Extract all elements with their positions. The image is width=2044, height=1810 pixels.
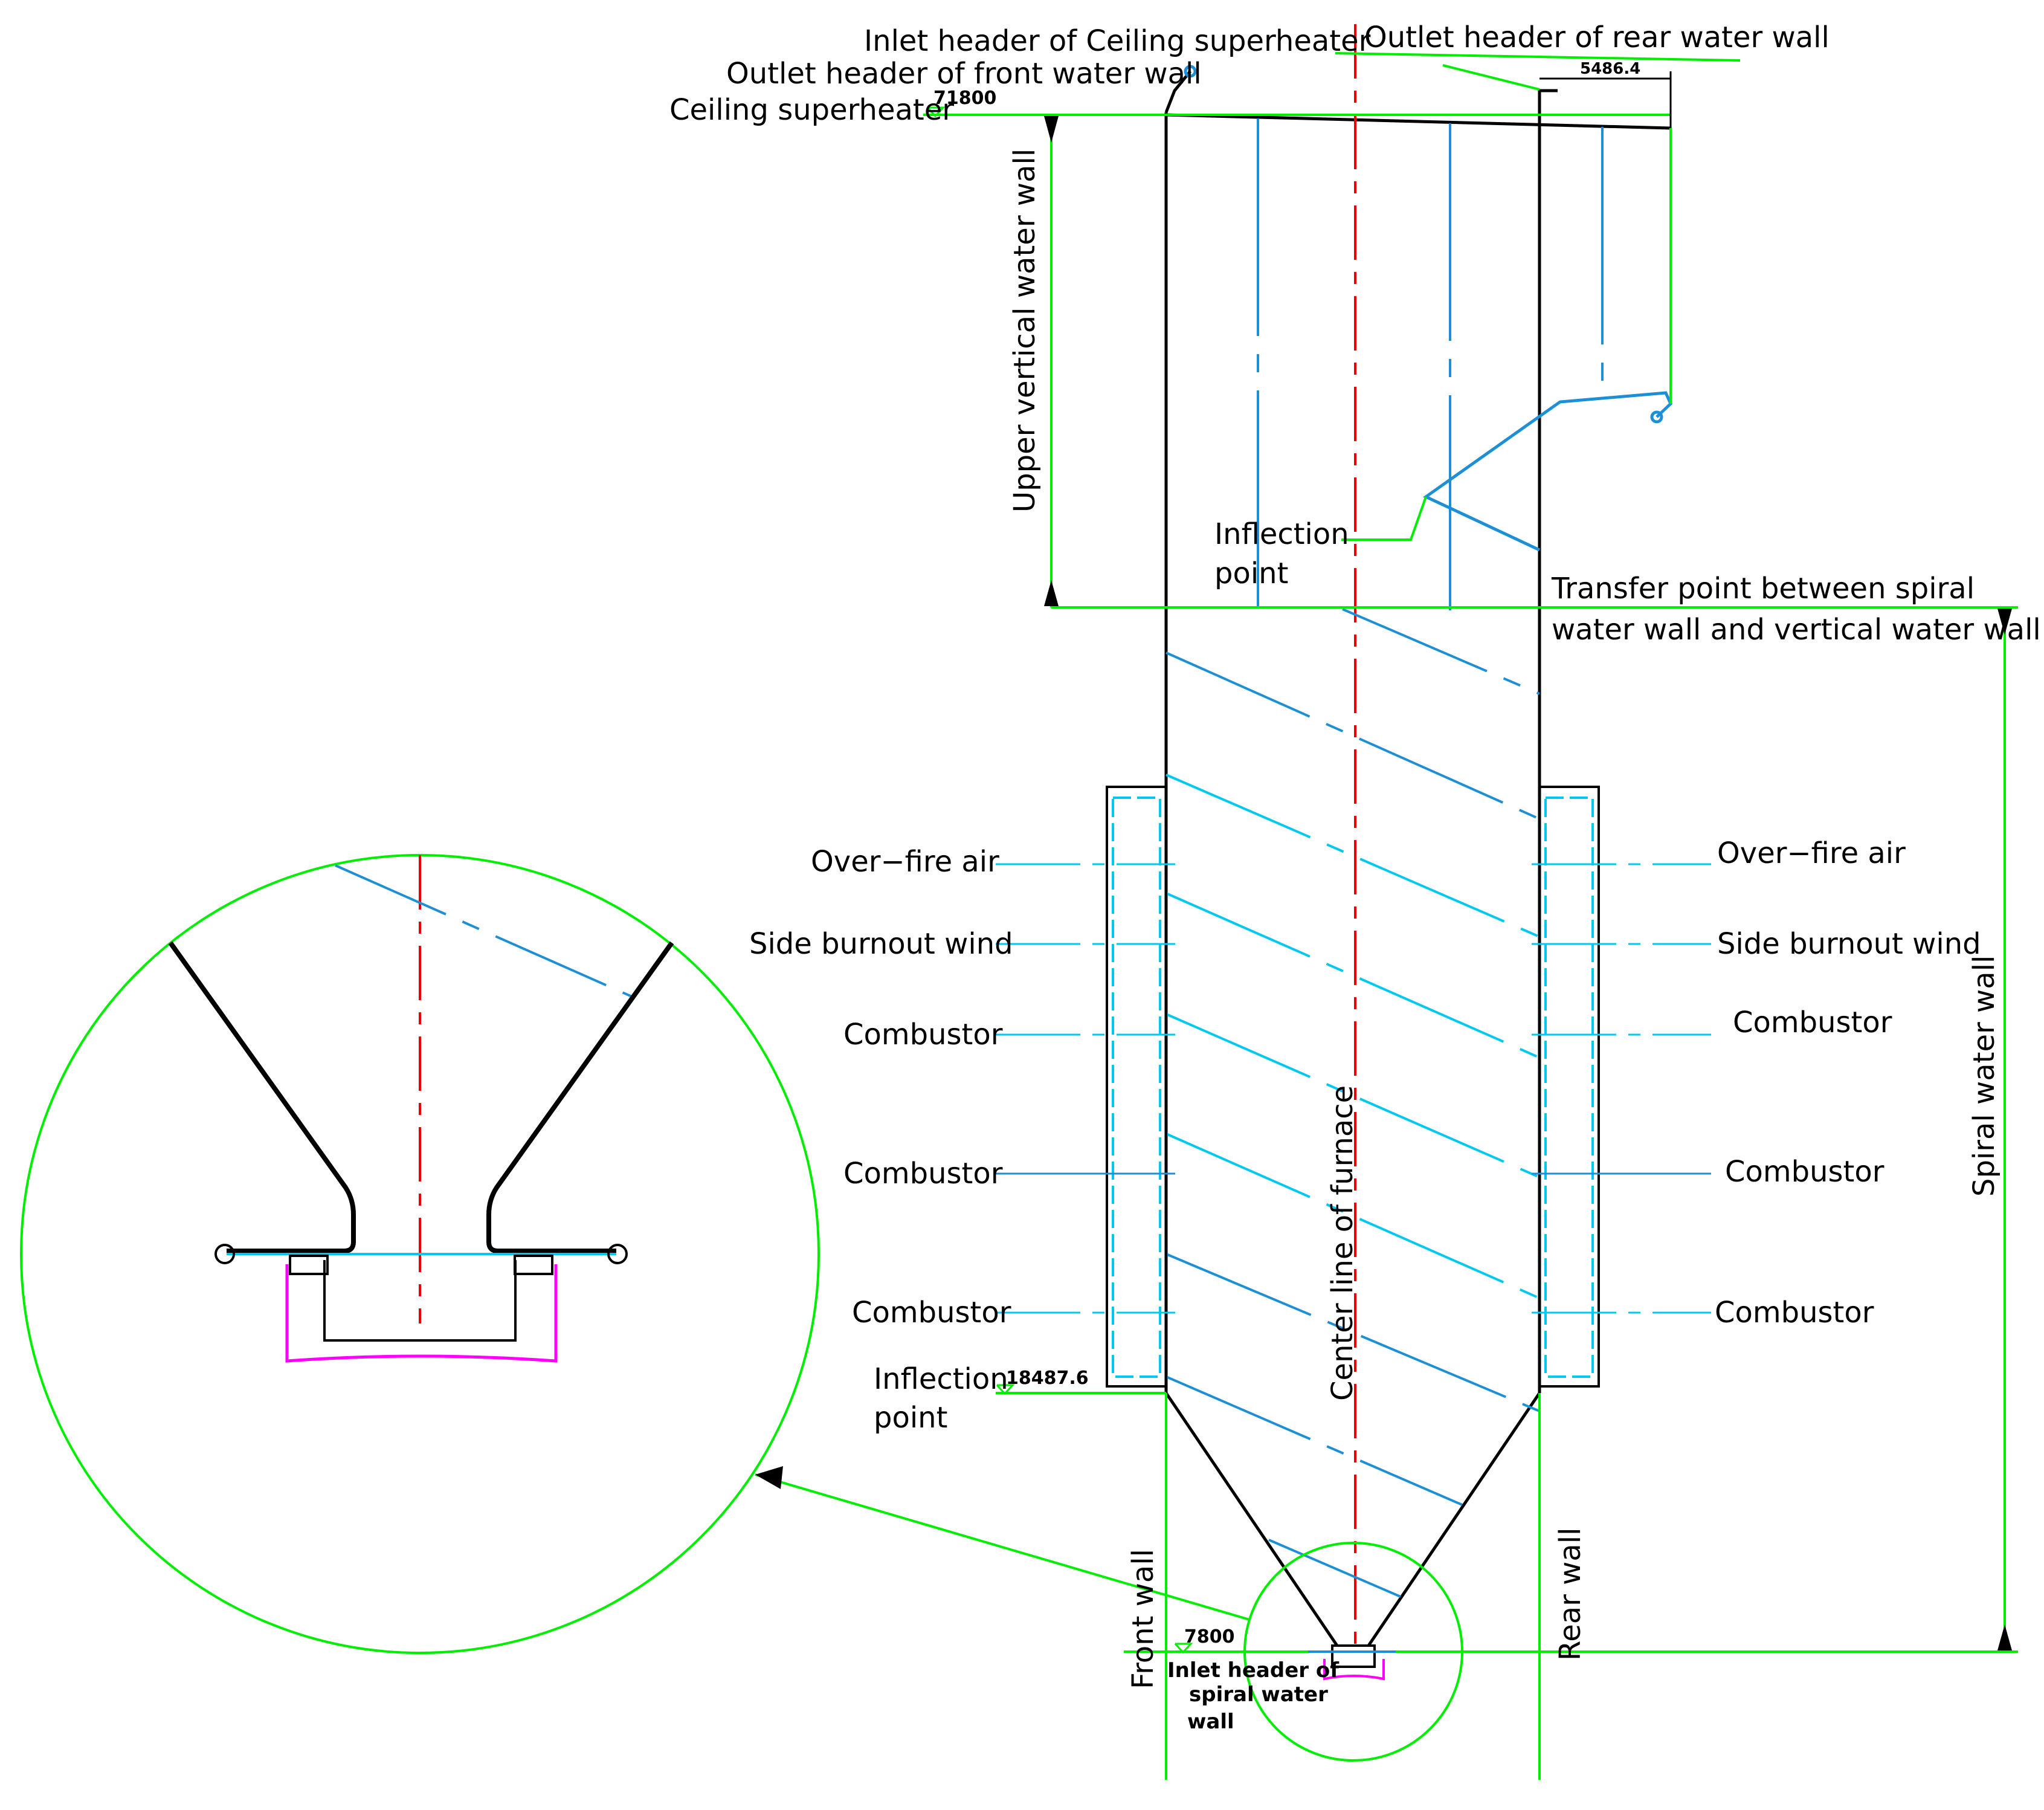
left-ofa-label: Over−fire air <box>811 845 999 879</box>
rear-nose-tubes <box>1423 128 1672 552</box>
front-burner-box <box>1106 786 1167 1388</box>
header-circles <box>1184 65 1663 424</box>
detail-circle-small <box>1243 1542 1463 1762</box>
hopper-front-slope <box>1164 1392 1339 1647</box>
center-line-label: Center line of furnace <box>1326 1085 1359 1401</box>
burner-boxes <box>1106 786 1600 1388</box>
upper-vertical-label: Upper vertical water wall <box>1008 149 1042 512</box>
right-combustor-3-label: Combustor <box>1715 1296 1874 1330</box>
outlet-front-header-pipe <box>1164 70 1191 113</box>
bottom-inlet-header <box>1308 1644 1396 1681</box>
arrowheads <box>755 116 2012 1650</box>
detail-arrow-line <box>755 1473 1250 1621</box>
inflection-bot-label-1: Inflection <box>874 1362 1008 1396</box>
outlet-rear-label: Outlet header of rear water wall <box>1364 21 1830 54</box>
inlet-spiral-label-2: spiral water <box>1189 1682 1328 1707</box>
outlet-rear-header-pipe <box>1538 89 1558 118</box>
ceiling-line <box>1165 113 1671 130</box>
ceiling-label: Ceiling superheater <box>669 93 954 127</box>
spiral-wall-label: Spiral water wall <box>1967 955 2001 1197</box>
inlet-ceiling-label: Inlet header of Ceiling superheater <box>864 24 1371 58</box>
hopper-rear-slope <box>1367 1392 1541 1647</box>
inflection-top-label-1: Inflection <box>1214 517 1349 551</box>
inlet-ceiling-header-icon <box>1184 65 1197 78</box>
left-combustor-1-label: Combustor <box>843 1018 1003 1052</box>
inflection-top-label-2: point <box>1214 557 1288 590</box>
right-combustor-2-label: Combustor <box>1725 1155 1884 1189</box>
left-sbw-label: Side burnout wind <box>749 927 1013 961</box>
elev-top-value: 71800 <box>933 88 996 109</box>
inflection-bot-label-2: point <box>874 1401 947 1435</box>
left-combustor-3-label: Combustor <box>852 1296 1011 1330</box>
elevation-markers <box>926 106 1193 1654</box>
inlet-spiral-label-3: wall <box>1187 1710 1234 1734</box>
spiral-tubes <box>1165 608 1540 1598</box>
right-ofa-label: Over−fire air <box>1717 836 1906 870</box>
rear-burner-box <box>1538 786 1600 1388</box>
rear-wall-label: Rear wall <box>1553 1528 1587 1661</box>
rear-outlet-header-icon <box>1650 410 1663 424</box>
transfer-label-2: water wall and vertical water wall <box>1552 613 2041 647</box>
left-combustor-2-label: Combustor <box>843 1157 1003 1191</box>
inlet-spiral-label-1: Inlet header of <box>1167 1658 1340 1682</box>
upper-vertical-tubes <box>1257 118 1604 610</box>
width-rear-value: 5486.4 <box>1580 60 1640 78</box>
front-wall-label: Front wall <box>1126 1549 1160 1689</box>
detail-view <box>168 855 674 1363</box>
elev-bottom-value: 7800 <box>1184 1626 1235 1647</box>
elev-inflection-value: 18487.6 <box>1006 1368 1089 1389</box>
transfer-label-1: Transfer point between spiral <box>1551 572 1975 606</box>
outlet-front-label: Outlet header of front water wall <box>726 57 1202 91</box>
right-sbw-label: Side burnout wind <box>1717 927 1981 961</box>
burner-level-lines <box>996 863 1711 1314</box>
labels: Inlet header of Ceiling superheater Outl… <box>669 21 2041 1734</box>
right-combustor-1-label: Combustor <box>1733 1006 1892 1039</box>
